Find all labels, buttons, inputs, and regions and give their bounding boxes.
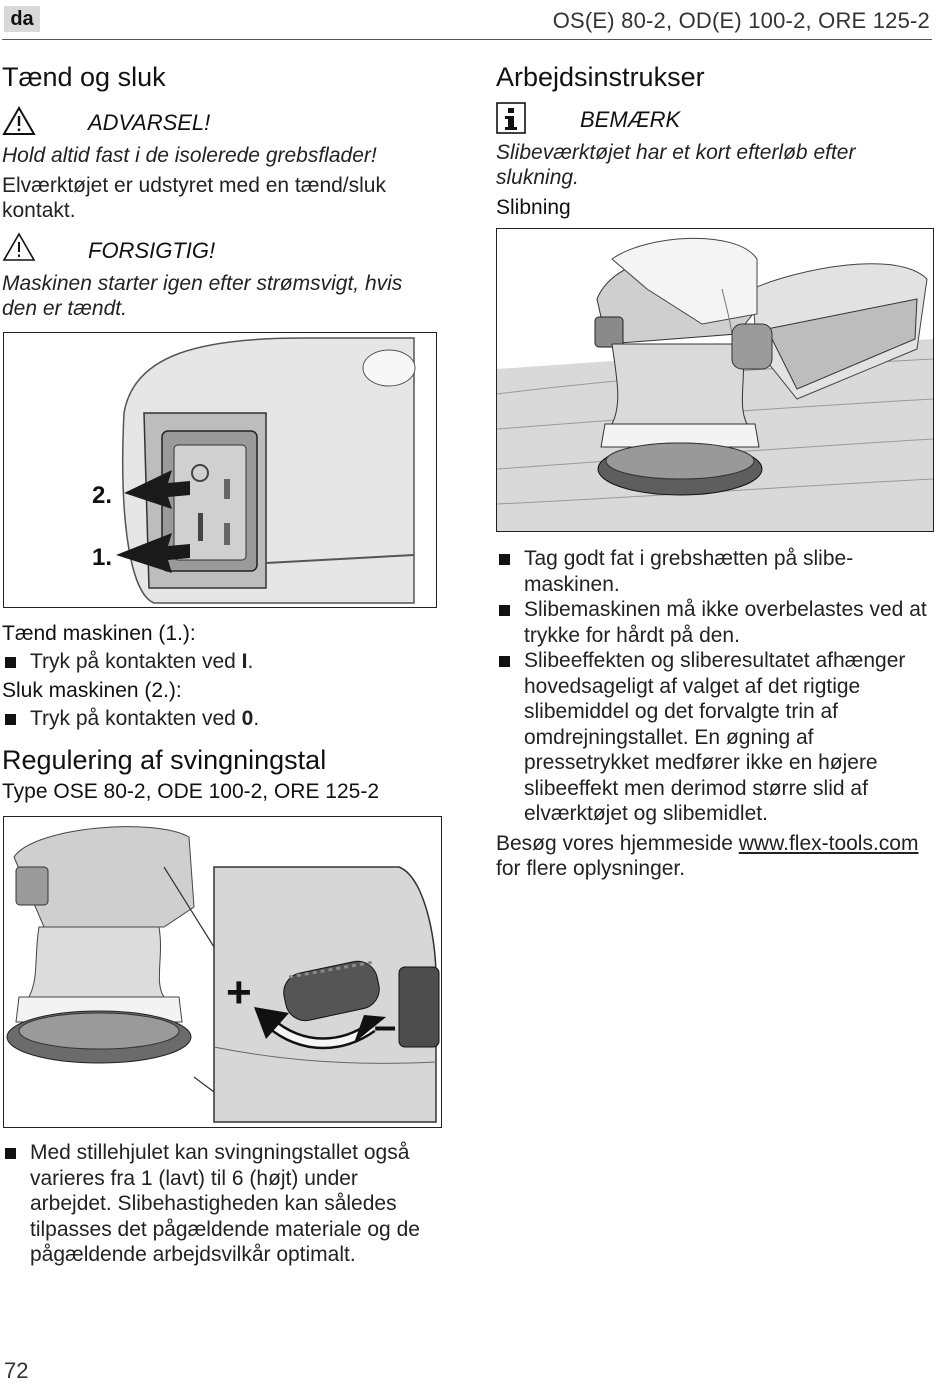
- warning-label: ADVARSEL!: [88, 110, 211, 135]
- speed-dial-figure: + –: [3, 816, 442, 1128]
- speed-dial-illustration: + –: [6, 826, 440, 1123]
- switch-illustration: 2. 1.: [92, 337, 416, 604]
- language-badge: da: [4, 6, 40, 32]
- list-item: Med stillehjulet kan svingningstallet og…: [2, 1140, 442, 1268]
- page-number: 72: [4, 1358, 29, 1383]
- list-item: Tryk på kontakten ved I.: [2, 649, 432, 675]
- switch-figure: 2. 1.: [3, 332, 437, 608]
- caution-icon: [2, 232, 36, 262]
- switch-on-heading: Tænd maskinen (1.):: [2, 622, 196, 645]
- warning-text: Hold altid fast i de isolerede grebsflad…: [2, 144, 377, 167]
- fig2-minus-label: –: [374, 1004, 396, 1048]
- section-title-switch: Tænd og sluk: [2, 62, 166, 92]
- info-icon: [496, 102, 526, 134]
- header-rule: [2, 39, 932, 40]
- model-header: OS(E) 80-2, OD(E) 100-2, ORE 125-2: [552, 8, 930, 33]
- switch-off-heading: Sluk maskinen (2.):: [2, 679, 182, 702]
- note-text: Slibeværktøjet har et kort efterløb efte…: [496, 141, 856, 189]
- note-label: BEMÆRK: [580, 107, 681, 132]
- website-link[interactable]: www.flex-tools.com: [738, 832, 919, 855]
- list-item: Slibemaskinen må ikke overbelastes ved a…: [496, 597, 932, 648]
- sanding-illustration: [497, 237, 933, 531]
- list-item: Slibeeffekten og sliberesultatet afhænge…: [496, 648, 932, 827]
- visit-website-text: Besøg vores hjemmeside www.flex-tools.co…: [496, 832, 919, 880]
- fig2-plus-label: +: [226, 968, 252, 1017]
- list-item: Tryk på kontakten ved 0.: [2, 706, 432, 732]
- sanding-figure: [496, 228, 934, 532]
- sanding-heading: Slibning: [496, 196, 571, 219]
- caution-text: Maskinen starter igen efter strømsvigt, …: [2, 272, 403, 320]
- section-title-instructions: Arbejdsinstrukser: [496, 62, 705, 92]
- sanding-list: Tag godt fat i grebshætten på slibe-mask…: [496, 546, 932, 827]
- type-line: Type OSE 80-2, ODE 100-2, ORE 125-2: [2, 780, 380, 803]
- warning-note: Elværktøjet er udstyret med en tænd/sluk…: [2, 174, 386, 222]
- section-title-speed: Regulering af svingningstal: [2, 745, 327, 775]
- fig1-label-2: 2.: [92, 482, 112, 509]
- switch-off-list: Tryk på kontakten ved 0.: [2, 706, 432, 732]
- speed-list: Med stillehjulet kan svingningstallet og…: [2, 1140, 442, 1268]
- caution-label: FORSIGTIG!: [88, 238, 216, 263]
- warning-icon: [2, 105, 36, 136]
- switch-on-list: Tryk på kontakten ved I.: [2, 649, 432, 675]
- fig1-label-1: 1.: [92, 544, 112, 571]
- list-item: Tag godt fat i grebshætten på slibe-mask…: [496, 546, 932, 597]
